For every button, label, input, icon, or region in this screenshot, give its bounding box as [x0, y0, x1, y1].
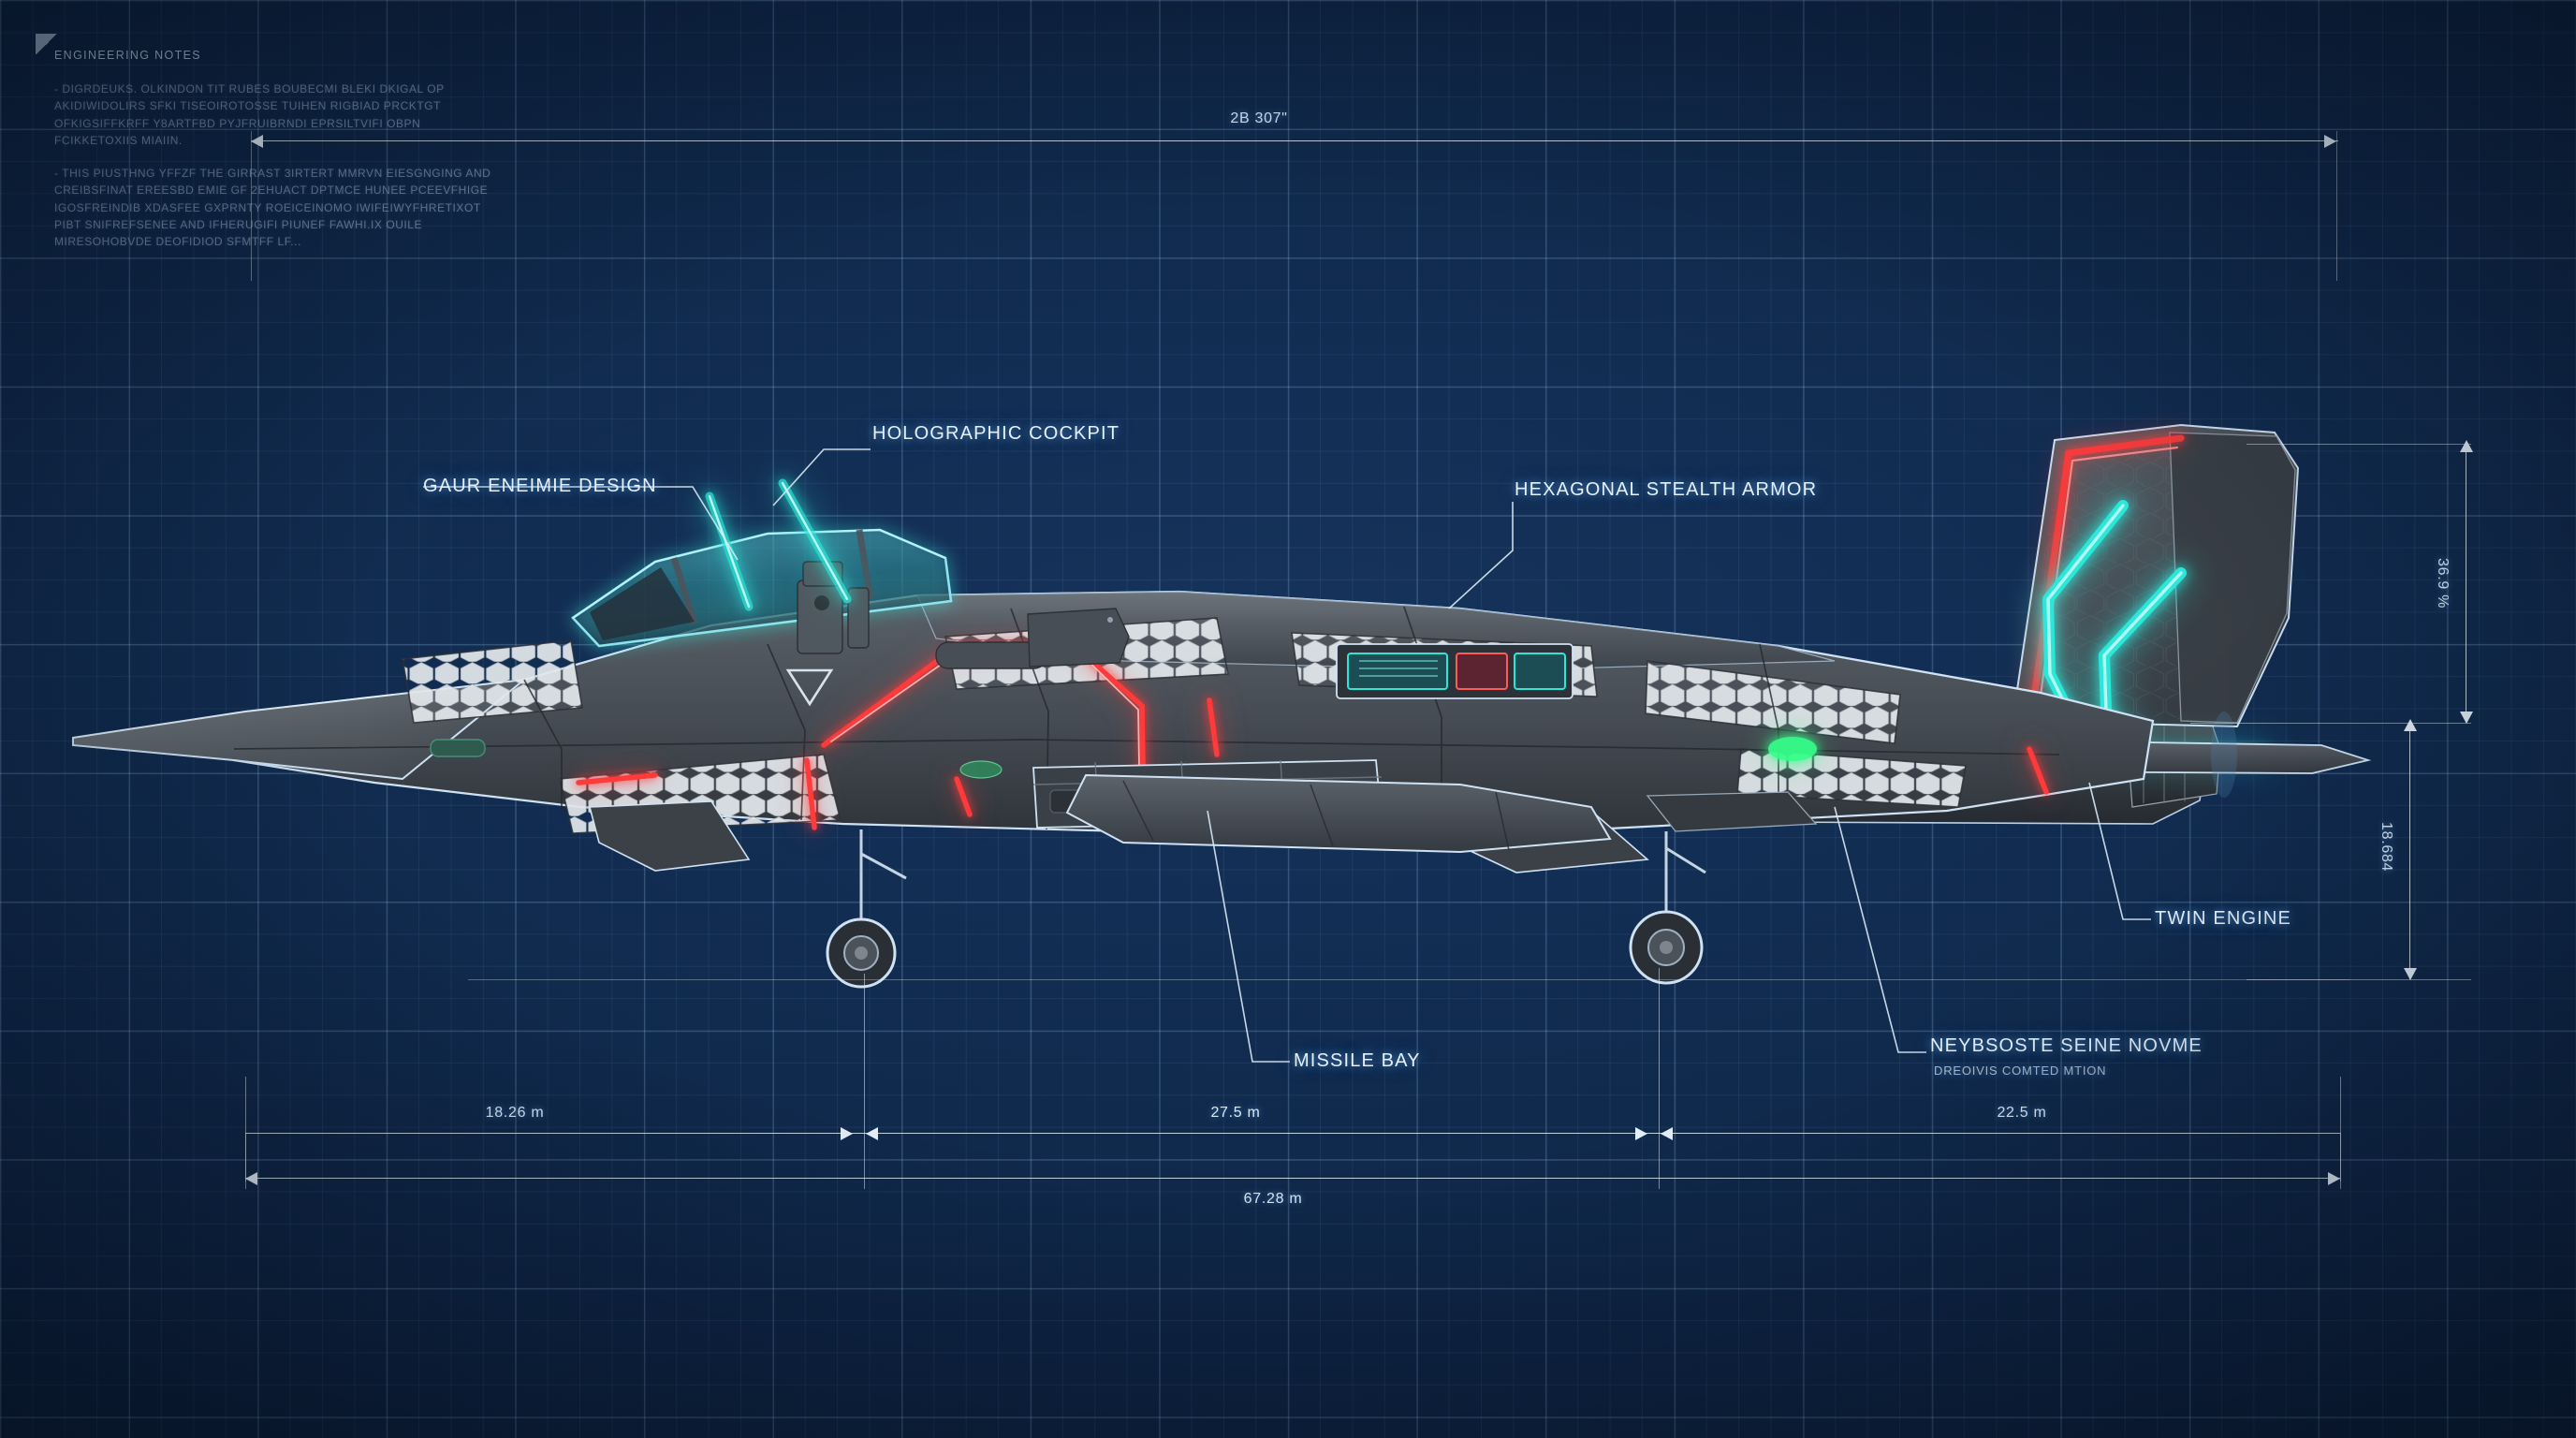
- right-dim-line-lower: [2409, 723, 2411, 979]
- overall-arrow-left: [245, 1172, 257, 1185]
- top-dim-extension-left: [251, 131, 253, 281]
- bottom-arrow-3l: [1661, 1127, 1673, 1140]
- right-dim-arrow-down-lower: [2404, 968, 2417, 980]
- overall-ext-right: [2340, 1133, 2342, 1181]
- overall-dim-line: [245, 1178, 2340, 1180]
- bottom-ext-2: [864, 974, 866, 1189]
- callout-thrust-vector[interactable]: NEYBSOSTE SEINE NOVME: [1930, 1035, 2203, 1056]
- right-dim-label-upper: 36.9 %: [2435, 558, 2451, 609]
- engineering-notes-paragraph-2: - THIS PIUSTHNG YFFZF THE GIRRAST 3IRTER…: [54, 167, 491, 249]
- right-dim-arrow-up: [2460, 440, 2473, 452]
- callout-stealth-armor[interactable]: HEXAGONAL STEALTH ARMOR: [1515, 479, 1818, 500]
- callout-twin-engine[interactable]: TWIN ENGINE: [2155, 908, 2291, 929]
- callout-holographic-cockpit[interactable]: HOLOGRAPHIC COCKPIT: [872, 423, 1120, 444]
- bottom-dim-label-2: 27.5 m: [1210, 1105, 1261, 1121]
- bottom-arrow-2r: [1635, 1127, 1647, 1140]
- right-dim-label-lower: 18.684: [2378, 822, 2394, 873]
- engineering-notes-block: ENGINEERING NOTES - DIGRDEUKS. OLKINDON …: [54, 49, 494, 267]
- bottom-arrow-2l: [866, 1127, 878, 1140]
- datum-reference-line: [468, 979, 2349, 981]
- overall-dim-label: 67.28 m: [1243, 1191, 1303, 1207]
- bottom-dim-segment-3: [1659, 1133, 2340, 1135]
- callout-missile-bay[interactable]: MISSILE BAY: [1294, 1050, 1421, 1071]
- bottom-ext-3: [1659, 968, 1661, 1189]
- top-dim-arrow-right: [2324, 135, 2336, 148]
- engineering-notes-title: ENGINEERING NOTES: [54, 49, 201, 62]
- callout-canopy-design[interactable]: GAUR ENEIMIE DESIGN: [423, 476, 657, 496]
- bottom-arrow-1r: [841, 1127, 853, 1140]
- callout-thrust-vector-sub: DREOIVIS COMTED MTION: [1934, 1064, 2107, 1078]
- top-dim-extension-right: [2336, 131, 2338, 281]
- right-dim-arrow-up-lower: [2404, 719, 2417, 731]
- bottom-dim-segment-2: [864, 1133, 1659, 1135]
- top-dim-arrow-left: [251, 135, 263, 148]
- top-dim-line: [251, 140, 2338, 142]
- bottom-dim-label-3: 22.5 m: [1997, 1105, 2047, 1121]
- overall-arrow-right: [2328, 1172, 2340, 1185]
- engineering-notes-paragraph-1: - DIGRDEUKS. OLKINDON TIT RUBES BOUBECMI…: [54, 82, 445, 147]
- bottom-dim-segment-1: [245, 1133, 864, 1135]
- right-dim-arrow-down-upper: [2460, 712, 2473, 724]
- right-dim-tick-top: [2247, 444, 2471, 446]
- top-dim-label: 2B 307": [1230, 110, 1288, 126]
- bottom-dim-label-1: 18.26 m: [485, 1105, 545, 1121]
- right-dim-tick-mid: [2190, 723, 2471, 725]
